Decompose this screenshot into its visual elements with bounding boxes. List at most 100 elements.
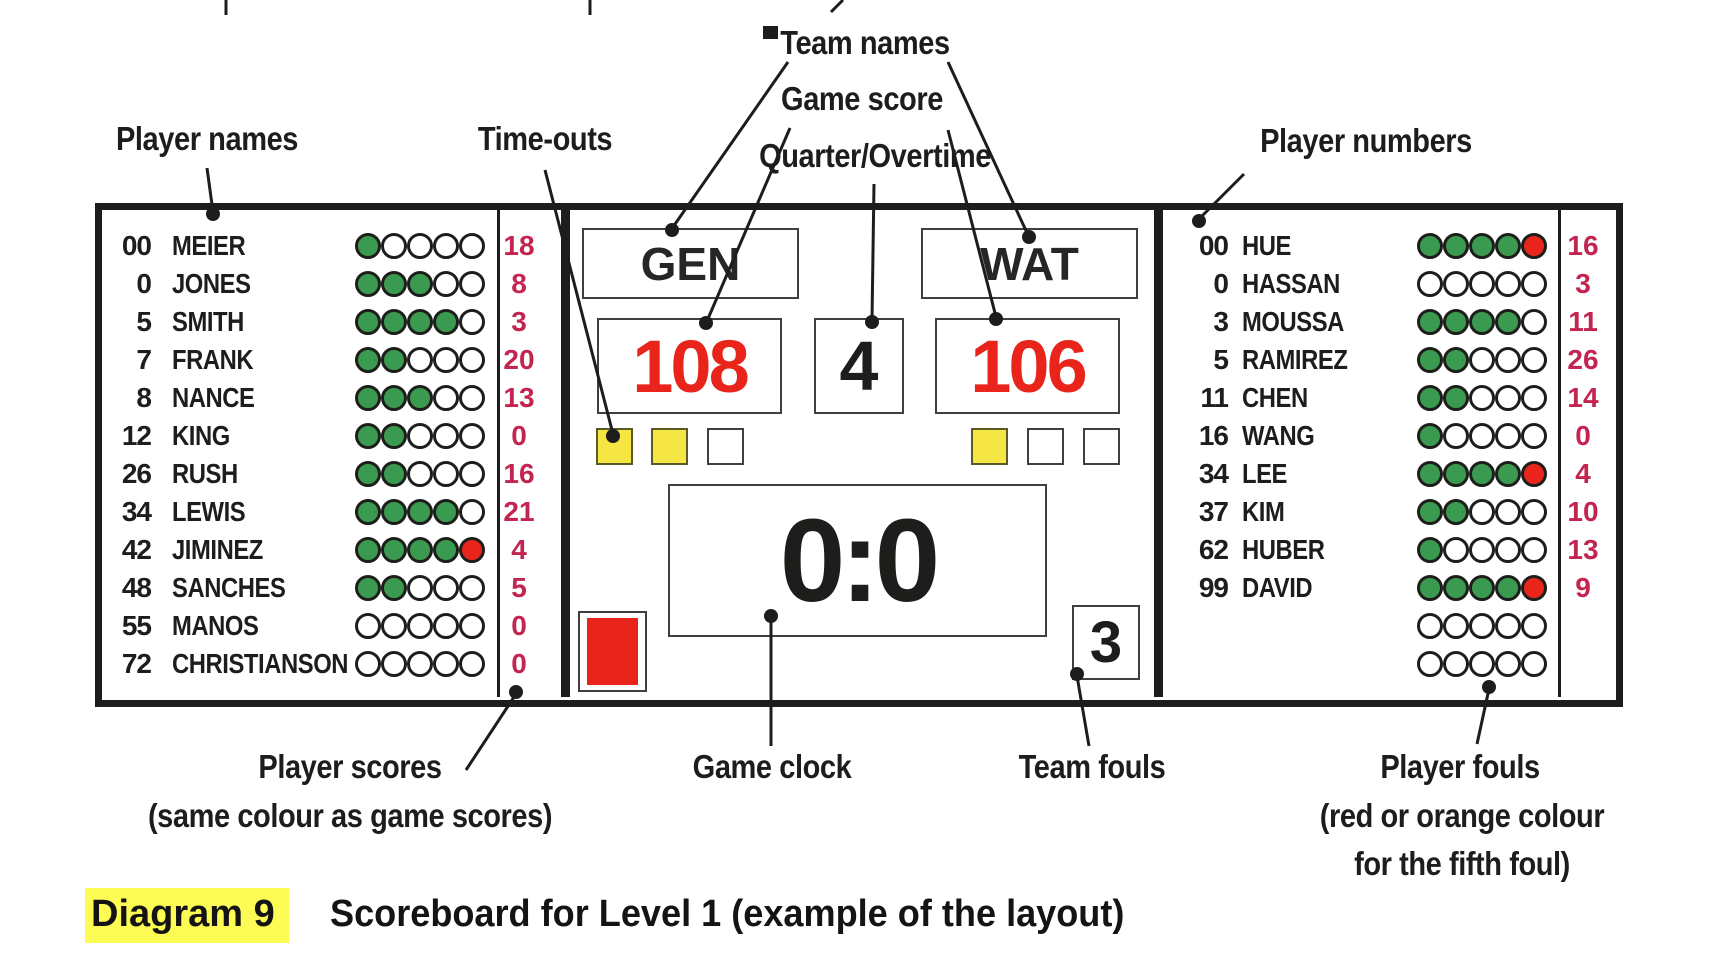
foul-dot bbox=[433, 309, 459, 335]
foul-dot bbox=[433, 575, 459, 601]
game-clock-box: 0:0 bbox=[668, 484, 1047, 637]
foul-dot bbox=[1469, 423, 1495, 449]
foul-dot bbox=[407, 385, 433, 411]
quarter-box: 4 bbox=[814, 318, 904, 414]
player-number: 34 bbox=[1198, 458, 1229, 489]
foul-dot bbox=[459, 423, 485, 449]
player-score: 3 bbox=[511, 306, 527, 337]
foul-dot bbox=[381, 423, 407, 449]
timeout-square-unused bbox=[1083, 428, 1120, 465]
foul-dot bbox=[381, 233, 407, 259]
player-foul-dots bbox=[1417, 537, 1547, 563]
foul-dot bbox=[381, 499, 407, 525]
player-number: 11 bbox=[1200, 382, 1229, 413]
team-fouls-box: 3 bbox=[1072, 605, 1140, 680]
player-name: CHRISTIANSON bbox=[172, 648, 349, 679]
player-score: 14 bbox=[1567, 382, 1599, 413]
foul-dot bbox=[433, 613, 459, 639]
label-time-outs: Time-outs bbox=[477, 120, 613, 157]
quarter-number: 4 bbox=[839, 327, 879, 405]
home-team-name-box: GEN bbox=[582, 228, 799, 299]
player-number: 5 bbox=[136, 306, 152, 337]
caption-tag: Diagram 9 bbox=[85, 888, 289, 943]
player-foul-dots bbox=[1417, 651, 1547, 677]
foul-dot bbox=[355, 271, 381, 297]
player-name: LEWIS bbox=[172, 496, 246, 527]
away-team-name: WAT bbox=[980, 237, 1079, 290]
foul-dot bbox=[381, 613, 407, 639]
label-player-fouls: Player fouls bbox=[1380, 748, 1540, 785]
player-score: 0 bbox=[511, 648, 527, 679]
foul-dot bbox=[407, 613, 433, 639]
label-team-fouls: Team fouls bbox=[1018, 748, 1166, 785]
player-foul-dots bbox=[1417, 461, 1547, 487]
player-foul-dots bbox=[1417, 575, 1547, 601]
foul-dot bbox=[1469, 499, 1495, 525]
foul-dot bbox=[1469, 385, 1495, 411]
foul-dot bbox=[1521, 461, 1547, 487]
timeout-square-unused bbox=[707, 428, 744, 465]
foul-dot bbox=[1521, 613, 1547, 639]
foul-dot bbox=[1417, 385, 1443, 411]
foul-dot bbox=[1417, 309, 1443, 335]
foul-dot bbox=[1417, 499, 1443, 525]
player-name: NANCE bbox=[172, 382, 255, 413]
player-name: SMITH bbox=[172, 306, 244, 337]
foul-dot bbox=[433, 385, 459, 411]
foul-dot bbox=[407, 347, 433, 373]
player-foul-dots bbox=[1417, 613, 1547, 639]
foul-dot bbox=[355, 347, 381, 373]
player-name: DAVID bbox=[1242, 572, 1313, 603]
player-foul-dots bbox=[1417, 233, 1547, 259]
foul-dot bbox=[355, 461, 381, 487]
home-score: 108 bbox=[632, 324, 749, 408]
player-foul-dots bbox=[355, 575, 485, 601]
foul-dot bbox=[1495, 233, 1521, 259]
foul-dot bbox=[1417, 651, 1443, 677]
foul-dot bbox=[1469, 651, 1495, 677]
player-foul-dots bbox=[1417, 423, 1547, 449]
label-player-fouls-note2: for the fifth foul) bbox=[1354, 845, 1570, 882]
player-score: 16 bbox=[503, 458, 535, 489]
foul-dot bbox=[381, 537, 407, 563]
player-number: 62 bbox=[1198, 534, 1229, 565]
player-foul-dots bbox=[355, 233, 485, 259]
foul-dot bbox=[1495, 651, 1521, 677]
foul-dot bbox=[407, 423, 433, 449]
player-foul-dots bbox=[355, 461, 485, 487]
home-score-box: 108 bbox=[597, 318, 782, 414]
foul-dot bbox=[1469, 309, 1495, 335]
player-name: MANOS bbox=[172, 610, 259, 641]
foul-dot bbox=[381, 385, 407, 411]
foul-dot bbox=[355, 233, 381, 259]
foul-dot bbox=[407, 309, 433, 335]
label-player-names: Player names bbox=[116, 120, 298, 157]
player-name: MEIER bbox=[172, 230, 246, 261]
player-score: 5 bbox=[511, 572, 527, 603]
player-foul-dots bbox=[355, 499, 485, 525]
player-number: 99 bbox=[1198, 572, 1229, 603]
player-row: 26 RUSH 16 bbox=[95, 455, 562, 493]
foul-dot bbox=[381, 461, 407, 487]
player-foul-dots bbox=[355, 651, 485, 677]
foul-dot bbox=[1443, 499, 1469, 525]
player-score: 0 bbox=[1575, 420, 1591, 451]
away-score-box: 106 bbox=[935, 318, 1120, 414]
foul-dot bbox=[407, 271, 433, 297]
foul-dot bbox=[433, 271, 459, 297]
foul-dot bbox=[433, 423, 459, 449]
foul-dot bbox=[433, 461, 459, 487]
foul-dot bbox=[1417, 233, 1443, 259]
player-number: 26 bbox=[121, 458, 152, 489]
player-number: 0 bbox=[136, 268, 152, 299]
foul-dot bbox=[1417, 537, 1443, 563]
player-name: LEE bbox=[1242, 458, 1288, 489]
player-score: 18 bbox=[503, 230, 535, 261]
player-name: RUSH bbox=[172, 458, 238, 489]
